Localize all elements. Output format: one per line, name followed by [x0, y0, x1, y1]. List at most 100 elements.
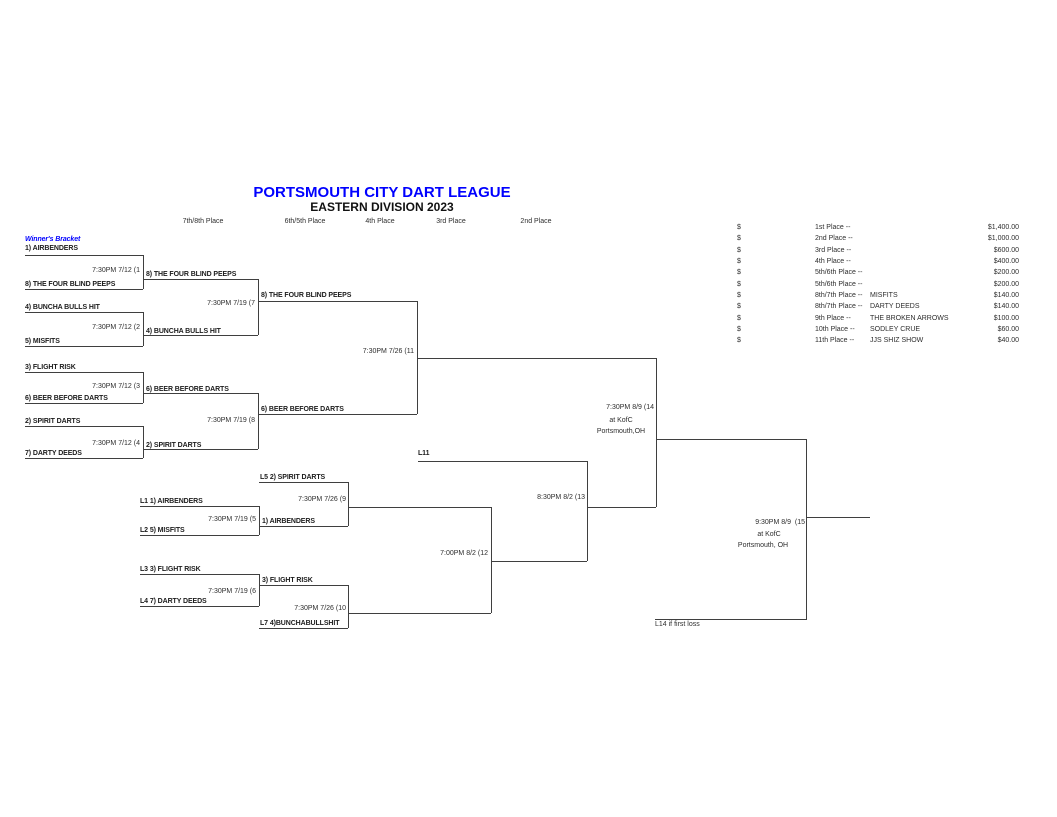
- connector-line: [806, 517, 870, 518]
- prize-amount: $600.00: [993, 247, 1019, 254]
- connector-line: [258, 393, 259, 449]
- prize-place: 9th Place --: [815, 315, 851, 322]
- seed-team-2: 2) SPIRIT DARTS: [25, 418, 81, 425]
- prize-currency: $: [737, 258, 741, 265]
- connector-line: [656, 439, 806, 440]
- connector-line: [25, 289, 143, 290]
- prize-place: 5th/6th Place --: [815, 269, 863, 276]
- prize-amount: $140.00: [993, 303, 1019, 310]
- connector-line: [25, 403, 143, 404]
- connector-line: [587, 461, 588, 561]
- seed-team-6: 6) BEER BEFORE DARTS: [25, 395, 108, 402]
- seed-team-8: 8) THE FOUR BLIND PEEPS: [25, 281, 116, 288]
- column-header-4th: 4th Place: [365, 218, 395, 225]
- connector-line: [348, 613, 491, 614]
- seed-team-3: 3) FLIGHT RISK: [25, 364, 76, 371]
- connector-line: [143, 255, 144, 289]
- match-3-time: 7:30PM 7/12 (3: [92, 383, 140, 390]
- connector-line: [655, 619, 806, 620]
- prize-currency: $: [737, 303, 741, 310]
- connector-line: [656, 358, 657, 507]
- prize-currency: $: [737, 247, 741, 254]
- connector-line: [25, 255, 143, 256]
- seed-team-7: 7) DARTY DEEDS: [25, 450, 82, 457]
- column-header-2nd: 2nd Place: [520, 218, 552, 225]
- connector-line: [143, 372, 144, 403]
- connector-line: [348, 585, 349, 628]
- column-header-6th5th: 6th/5th Place: [284, 218, 326, 225]
- prize-amount: $200.00: [993, 269, 1019, 276]
- lb-entry-l5: L5 2) SPIRIT DARTS: [260, 474, 326, 481]
- match-1-time: 7:30PM 7/12 (1: [92, 267, 140, 274]
- match-2-time: 7:30PM 7/12 (2: [92, 324, 140, 331]
- connector-line: [25, 426, 143, 427]
- connector-line: [348, 482, 349, 526]
- seed-team-5: 5) MISFITS: [25, 338, 60, 345]
- match-7-time: 7:30PM 7/19 (7: [207, 300, 255, 307]
- match-9-time: 7:30PM 7/26 (9: [298, 496, 346, 503]
- connector-line: [25, 372, 143, 373]
- connector-line: [25, 312, 143, 313]
- connector-line: [418, 461, 587, 462]
- match-4-time: 7:30PM 7/12 (4: [92, 440, 140, 447]
- connector-line: [258, 279, 259, 335]
- prize-currency: $: [737, 326, 741, 333]
- match-15-time: 9:30PM 8/9 (15: [755, 519, 805, 526]
- prize-currency: $: [737, 281, 741, 288]
- prize-place: 3rd Place --: [815, 247, 852, 254]
- connector-line: [259, 574, 260, 606]
- match-11-time: 7:30PM 7/26 (11: [362, 348, 414, 355]
- match-14-time: 7:30PM 8/9 (14: [606, 404, 654, 411]
- match-3-winner: 6) BEER BEFORE DARTS: [146, 386, 229, 393]
- prize-amount: $60.00: [997, 326, 1019, 333]
- match-1-winner: 8) THE FOUR BLIND PEEPS: [146, 271, 237, 278]
- connector-line: [258, 414, 417, 415]
- prize-team: JJS SHIZ SHOW: [870, 337, 924, 344]
- connector-line: [417, 358, 656, 359]
- prize-amount: $100.00: [993, 315, 1019, 322]
- connector-line: [140, 574, 259, 575]
- prize-amount: $1,400.00: [987, 224, 1019, 231]
- connector-line: [140, 506, 259, 507]
- prize-place: 2nd Place --: [815, 235, 853, 242]
- connector-line: [140, 606, 259, 607]
- connector-line: [259, 628, 348, 629]
- match-14-venue: at KofC: [609, 417, 633, 424]
- match-14-city: Portsmouth,OH: [596, 428, 646, 435]
- connector-line: [143, 312, 144, 346]
- match-7-winner: 8) THE FOUR BLIND PEEPS: [261, 292, 352, 299]
- l14-first-loss-note: L14 if first loss: [655, 621, 700, 628]
- lb-entry-l2: L2 5) MISFITS: [140, 527, 185, 534]
- connector-line: [140, 535, 259, 536]
- prize-place: 8th/7th Place --: [815, 292, 863, 299]
- prize-place: 5th/6th Place --: [815, 281, 863, 288]
- connector-line: [259, 506, 260, 535]
- lb-entry-l7: L7 4)BUNCHABULLSHIT: [260, 620, 340, 627]
- prize-currency: $: [737, 315, 741, 322]
- match-6-time: 7:30PM 7/19 (6: [208, 588, 256, 595]
- winners-bracket-label: Winner's Bracket: [25, 236, 81, 243]
- match-15-city: Portsmouth, OH: [737, 542, 789, 549]
- match-8-winner: 6) BEER BEFORE DARTS: [261, 406, 344, 413]
- connector-line: [806, 439, 807, 620]
- connector-line: [258, 301, 417, 302]
- match-12-time: 7:00PM 8/2 (12: [440, 550, 488, 557]
- column-header-7th8th: 7th/8th Place: [182, 218, 224, 225]
- prize-currency: $: [737, 235, 741, 242]
- prize-amount: $400.00: [993, 258, 1019, 265]
- connector-line: [491, 507, 492, 613]
- prize-currency: $: [737, 337, 741, 344]
- lb-entry-l3: L3 3) FLIGHT RISK: [140, 566, 201, 573]
- connector-line: [143, 393, 258, 394]
- prize-amount: $140.00: [993, 292, 1019, 299]
- match-8-time: 7:30PM 7/19 (8: [207, 417, 255, 424]
- connector-line: [259, 482, 348, 483]
- prize-currency: $: [737, 224, 741, 231]
- prize-currency: $: [737, 292, 741, 299]
- l11-label: L11: [418, 450, 430, 457]
- lb-entry-l1: L1 1) AIRBENDERS: [140, 498, 203, 505]
- prize-currency: $: [737, 269, 741, 276]
- connector-line: [143, 335, 258, 336]
- prize-team: DARTY DEEDS: [870, 303, 920, 310]
